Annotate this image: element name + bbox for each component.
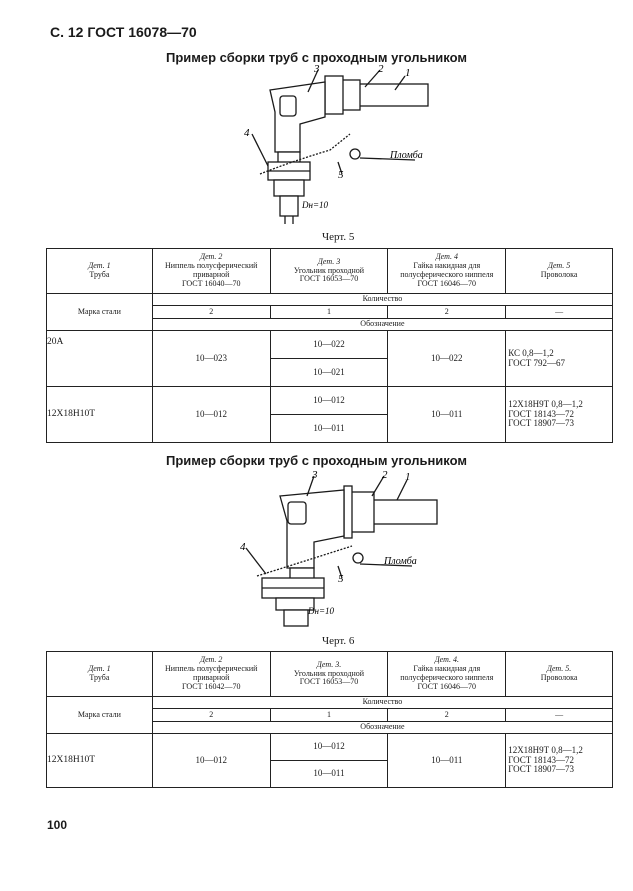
t2-h-det4: Дет. 4.Гайка накидная для полусферическо… [387,651,507,697]
fig2-callout-4: 4 [240,541,246,553]
t2-qty-2: 2 [151,708,271,722]
figure1-title: Пример сборки труб с проходным угольнико… [165,50,468,65]
figure2-drawing: 3 2 1 4 5 Пломба Dн=10 [240,469,438,627]
fig2-callout-2: 2 [382,469,388,481]
fig2-dn: Dн=10 [307,606,335,616]
t1-r2-det4: 10—011 [387,386,507,443]
fig1-callout-4: 4 [244,127,250,139]
t1-r2-det3b: 10—011 [269,414,389,443]
fig1-callout-3: 3 [313,63,320,75]
t2-r1-det3a: 10—012 [269,733,389,761]
t2-oboznachenie: Обозначение [151,721,614,734]
t1-qty-4: 2 [387,305,507,319]
fig2-callout-1: 1 [405,471,411,483]
t2-marka-label: Марка стали [46,696,153,734]
fig1-plomba: Пломба [389,150,423,161]
t1-qty-3: 1 [269,305,389,319]
t1-r1-det3b: 10—021 [269,358,389,387]
t1-r1-det2: 10—023 [151,330,271,387]
t1-r1-det4: 10—022 [387,330,507,387]
fig2-callout-5: 5 [338,573,344,585]
t1-r2-det2: 10—012 [151,386,271,443]
fig1-dn: Dн=10 [301,200,329,210]
t1-oboznachenie: Обозначение [151,318,614,331]
t2-r1-det4: 10—011 [387,733,507,788]
fig1-callout-1: 1 [405,67,411,79]
figure1-drawing: 3 2 1 4 5 Пломба Dн=10 [244,63,429,224]
fig2-plomba: Пломба [383,556,417,567]
t2-h-det5: Дет. 5.Проволока [505,651,613,697]
figure2-caption: Черт. 6 [322,635,355,647]
t2-qty-5: — [505,708,613,722]
fig2-callout-3: 3 [311,469,318,481]
t1-r2-det3a: 10—012 [269,386,389,415]
t1-kolichestvo: Количество [151,293,614,306]
t2-r1-det3b: 10—011 [269,760,389,788]
page-header: С. 12 ГОСТ 16078—70 [50,24,197,40]
t2-qty-4: 2 [387,708,507,722]
figure2-title: Пример сборки труб с проходным угольнико… [165,453,468,468]
t1-r1-det3a: 10—022 [269,330,389,359]
t2-kolichestvo: Количество [151,696,614,709]
table-row: 12Х18Н10Т 10—012 10—012 10—011 12Х18Н9Т … [46,733,613,788]
t1-r2-steel: 12Х18Н10Т [46,386,153,443]
t2-r1-det2: 10—012 [151,733,271,788]
t2-r1-steel: 12Х18Н10Т [46,733,153,788]
table-row: 12Х18Н10Т 10—012 10—012 10—011 12Х18Н9Т … [46,386,613,443]
t2-qty-3: 1 [269,708,389,722]
page-number: 100 [47,818,68,832]
t1-r1-steel: 20А [46,330,153,387]
t1-qty-2: 2 [151,305,271,319]
t1-marka-label: Марка стали [46,293,153,331]
t1-qty-5: — [505,305,613,319]
fig1-callout-2: 2 [378,63,384,75]
fig1-callout-5: 5 [338,169,344,181]
figure1-caption: Черт. 5 [322,231,355,243]
